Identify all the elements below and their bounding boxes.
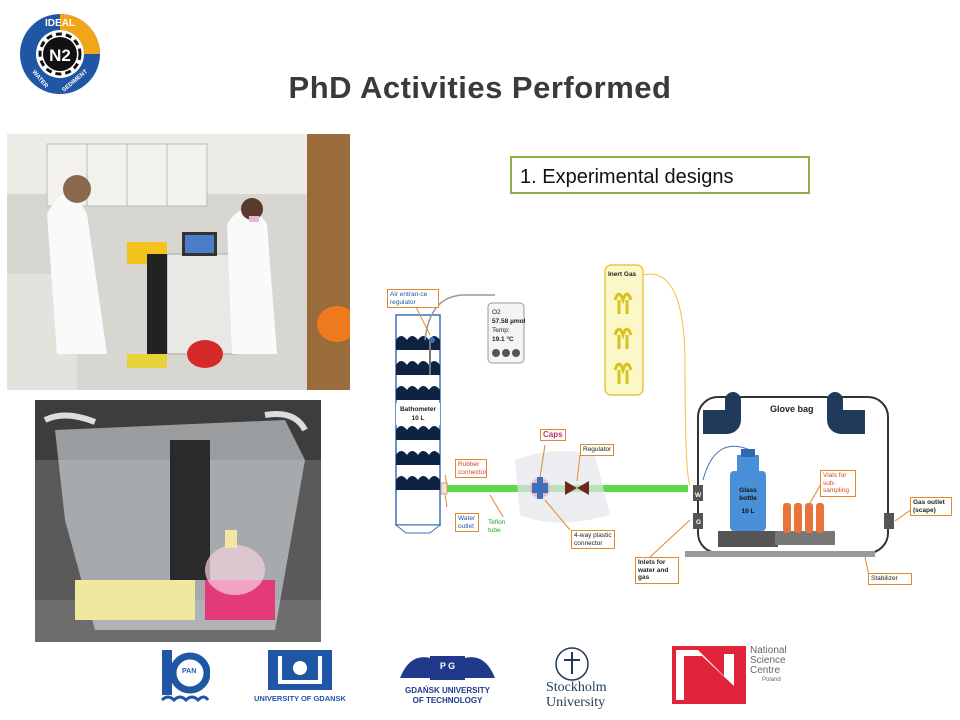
glove-bag-photo xyxy=(35,400,321,642)
inert-gas-label: Inert Gas xyxy=(608,271,637,278)
pan-logo: PAN xyxy=(160,648,211,708)
section-subtitle: 1. Experimental designs xyxy=(510,156,810,194)
ncn-logo: National Science Centre Poland xyxy=(672,646,812,706)
lab-photo xyxy=(7,134,350,390)
pg-text-line1: GDAŃSK UNIVERSITY xyxy=(405,686,490,695)
ug-text: UNIVERSITY OF GDANSK xyxy=(254,694,346,703)
inlets-label: Inlets for water and gas xyxy=(635,557,679,584)
air-regulator-label: Air entran-ce regulator xyxy=(387,289,439,308)
gas-outlet-label: Gas outlet (scape) xyxy=(910,497,952,516)
o2-label: O2 xyxy=(492,309,501,316)
ncn-line2: Science xyxy=(750,655,786,666)
experimental-diagram: Inert Gas Air entran-ce regulator O2 57.… xyxy=(385,245,955,605)
glove-bag-label: Glove bag xyxy=(770,404,814,414)
pan-text: PAN xyxy=(182,668,197,675)
ideal-logo: N2 IDEAL WATER SEDIMENT xyxy=(18,12,102,96)
temp-value: 19.1 °C xyxy=(492,336,514,343)
stockholm-line2: University xyxy=(546,695,606,710)
pg-logo: P G GDAŃSK UNIVERSITY OF TECHNOLOGY xyxy=(385,648,510,708)
ncn-line3: Centre xyxy=(750,665,781,676)
stockholm-line1: Stockholm xyxy=(546,680,607,695)
pg-mark-text: P G xyxy=(439,661,456,671)
regulator-label: Regulator xyxy=(580,444,615,456)
ncn-line1: National xyxy=(750,645,787,656)
ideal-center-text: N2 xyxy=(49,46,71,65)
g-inlet-label: G xyxy=(696,519,702,526)
ug-logo: UNIVERSITY OF GDANSK xyxy=(250,648,350,708)
page-title: PhD Activities Performed xyxy=(288,70,672,105)
stabilizer-label: Stabilizer xyxy=(868,573,912,585)
o2-value: 57.58 µmol xyxy=(492,318,526,325)
ncn-line4: Poland xyxy=(762,677,781,683)
rubber-connector-label: Rubber connector xyxy=(455,459,487,478)
fourway-connector-label: 4-way plastic connector xyxy=(571,530,615,549)
caps-label: Caps xyxy=(540,429,566,441)
glass-bottle-volume: 10 L xyxy=(741,508,755,515)
glass-bottle-label: Glass bottle xyxy=(739,487,757,502)
bathometer-volume: 10 L xyxy=(411,415,425,422)
pg-text-line2: OF TECHNOLOGY xyxy=(412,696,483,705)
w-inlet-label: W xyxy=(695,492,702,499)
temp-label: Temp: xyxy=(492,327,510,334)
vials-label: Vials for sub-sampling xyxy=(820,470,856,497)
bathometer-label: Bathometer xyxy=(399,406,437,413)
gas-symbol-icons xyxy=(613,292,633,384)
stockholm-logo: Stockholm University xyxy=(540,646,640,712)
ideal-top-text: IDEAL xyxy=(45,18,75,29)
water-outlet-label: Water outlet xyxy=(455,513,479,532)
teflon-tube-label: Teflon tube xyxy=(485,517,509,536)
